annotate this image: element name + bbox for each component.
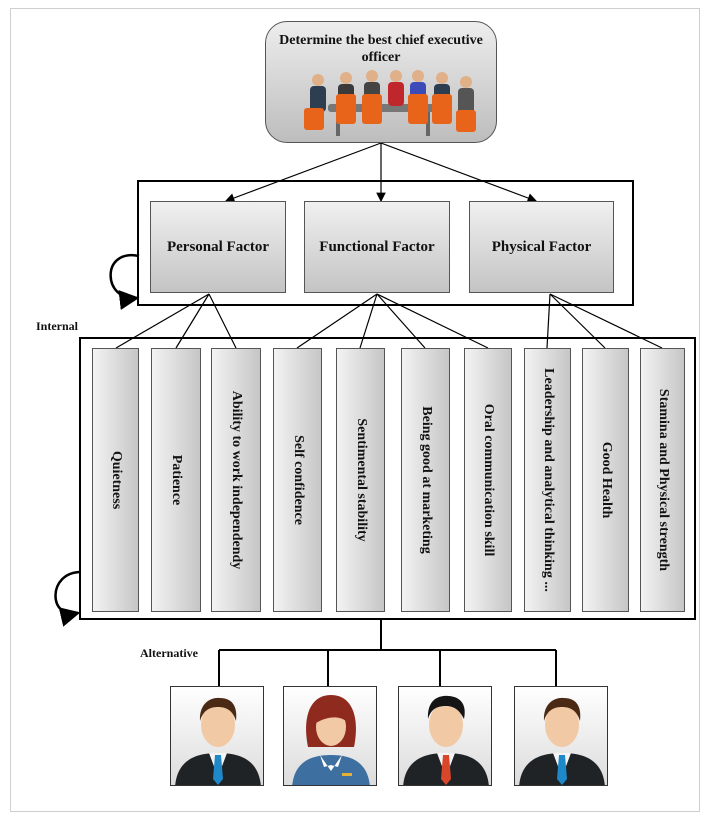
goal-node: Determine the best chief executive offic… [265,21,497,143]
criterion-label: Leadership and analytical thinking ... [540,368,556,592]
businessman-icon [175,697,261,785]
criterion-quietness: Quietness [92,348,139,612]
internal-label: Internal [36,319,78,333]
criterion-label: Stamina and Physical strength [655,388,671,572]
alternative-label: Alternative [140,646,198,660]
criterion-label: Quietness [108,450,124,510]
factor-group-box [137,180,634,306]
criterion-oral-communication-skill: Oral communication skill [464,348,512,612]
criterion-label: Being good at marketing [418,406,434,554]
alternative-3 [398,686,492,786]
criterion-ability-to-work-independently: Ability to work independendy [211,348,261,612]
factor-personal: Personal Factor [150,201,286,293]
criteria-group-box [79,337,696,620]
criterion-label: Ability to work independendy [229,390,244,570]
alternative-2 [283,686,377,786]
factor-functional: Functional Factor [304,201,450,293]
criterion-label: Patience [169,454,184,506]
businessman-icon [403,695,489,785]
businesswoman-icon [292,695,370,785]
criterion-label: Self confidence [290,435,306,525]
diagram-frame [10,8,700,812]
criterion-label: Sentimental stability [353,418,369,542]
criterion-patience: Patience [151,348,201,612]
alternative-1 [170,686,264,786]
criterion-good-health: Good Health [582,348,629,612]
criterion-being-good-at-marketing: Being good at marketing [401,348,450,612]
goal-title: Determine the best chief executive offic… [279,33,483,65]
criterion-leadership-analytical-thinking: Leadership and analytical thinking ... [524,348,571,612]
criterion-label: Oral communication skill [481,403,496,557]
criterion-label: Good Health [598,441,614,519]
factor-physical: Physical Factor [469,201,614,293]
businessman-icon [519,697,605,785]
alternative-4 [514,686,608,786]
criterion-stamina-physical-strength: Stamina and Physical strength [640,348,685,612]
criterion-self-confidence: Self confidence [273,348,322,612]
meeting-table-icon [304,70,476,136]
criterion-sentimental-stability: Sentimental stability [336,348,385,612]
